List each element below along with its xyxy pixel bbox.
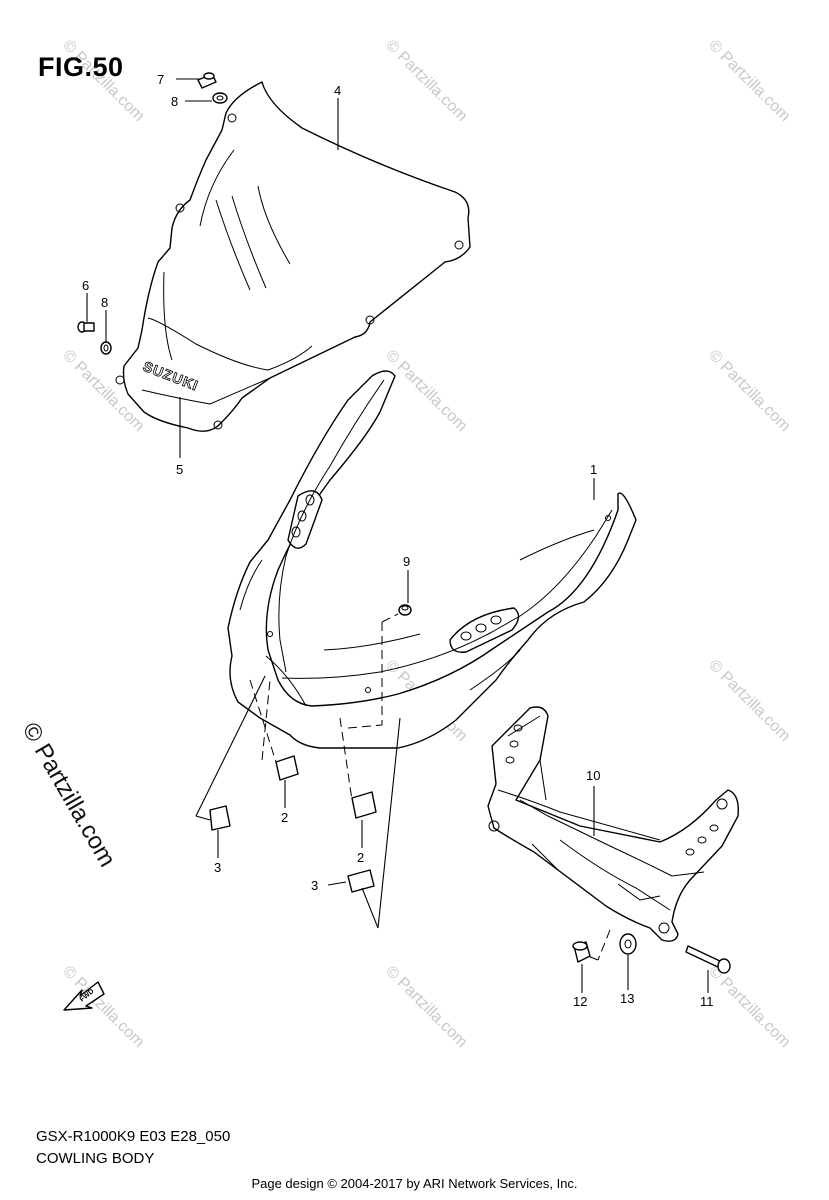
section-name: COWLING BODY [36,1150,155,1167]
watermark: © Partzilla.com [705,963,793,1051]
washer-8-top [212,92,228,104]
watermark: © Partzilla.com [382,347,470,435]
pad-2-right [351,791,377,819]
callout-2: 2 [357,850,364,865]
washer-13 [619,933,637,955]
washer-8-left [100,341,112,355]
callout-1: 1 [590,462,597,477]
cowling-body-part [227,370,637,749]
callout-10: 10 [586,768,600,783]
callout-5: 5 [176,462,183,477]
leader-lines [86,78,709,993]
pad-3-left [209,805,231,831]
watermark: © Partzilla.com [705,347,793,435]
callouts: 7 8 4 6 8 5 1 9 10 2 2 3 3 12 13 11 [82,72,714,1009]
callout-8: 8 [101,295,108,310]
grommet-9 [398,604,412,616]
cowling-bracket-part [487,706,739,942]
callout-11: 11 [700,994,714,1009]
callout-13: 13 [620,991,634,1006]
figure-title: FIG.50 [38,52,124,82]
bolt-11 [685,945,731,974]
callout-7: 7 [157,72,164,87]
callout-3: 3 [311,878,318,893]
callout-4: 4 [334,83,341,98]
pad-3-bottom [347,869,375,893]
nut-12 [572,941,591,963]
watermark: © Partzilla.com [382,37,470,125]
watermark: © Partzilla.com [382,963,470,1051]
callout-8: 8 [171,94,178,109]
model-code: GSX-R1000K9 E03 E28_050 [36,1128,231,1145]
screw-6 [77,321,95,333]
callout-2: 2 [281,810,288,825]
page-footer: Page design © 2004-2017 by ARI Network S… [251,1176,578,1191]
callout-3: 3 [214,860,221,875]
callout-9: 9 [403,554,410,569]
pad-2-left [275,755,299,781]
watermark: © Partzilla.com [705,657,793,745]
callout-12: 12 [573,994,587,1009]
callout-6: 6 [82,278,89,293]
screw-7 [197,72,217,89]
windscreen-part: SUZUKI [115,81,471,432]
watermark: © Partzilla.com [705,37,793,125]
